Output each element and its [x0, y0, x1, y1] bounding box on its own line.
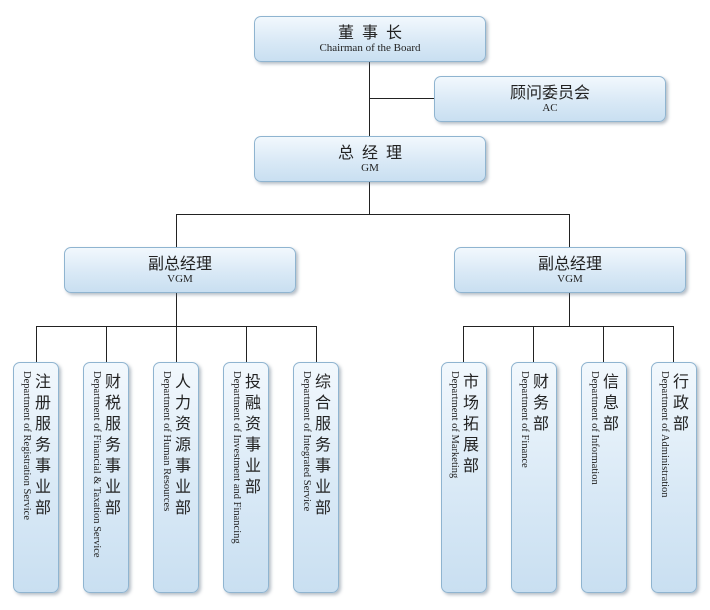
dept-investment-financing-cn-label: 投融资事业部 [244, 372, 261, 496]
connector-dept-1 [36, 326, 37, 363]
dept-registration-en-label: Department of Registration Service [21, 371, 32, 520]
connector-right-bar [463, 326, 674, 327]
connector-dept-6 [463, 326, 464, 363]
dept-investment-financing-box: Department of Investment and Financing 投… [223, 362, 269, 593]
dept-administration-cn-label: 行政部 [672, 372, 689, 433]
dept-human-resources-en-label: Department of Human Resources [161, 371, 172, 512]
dept-financial-taxation-en-label: Department of Financial & Taxation Servi… [91, 371, 102, 558]
dept-human-resources-cn-label: 人力资源事业部 [174, 372, 191, 517]
connector-dept-3 [176, 326, 177, 363]
dept-investment-financing-en-label: Department of Investment and Financing [231, 371, 242, 544]
connector-dept-2 [106, 326, 107, 363]
dept-marketing-cn-label: 市场拓展部 [462, 372, 479, 475]
dept-administration-en-label: Department of Administration [659, 371, 670, 498]
dept-administration-box: Department of Administration 行政部 [651, 362, 697, 593]
vgm-right-cn-label: 副总经理 [537, 254, 602, 273]
connector-dept-8 [603, 326, 604, 363]
general-manager-en-label: GM [361, 162, 379, 174]
connector-gm-down [369, 182, 370, 215]
vgm-left-en-label: VGM [167, 273, 193, 285]
general-manager-cn-label: 总经理 [337, 143, 410, 162]
dept-finance-box: Department of Finance 财务部 [511, 362, 557, 593]
connector-gm-bar [176, 214, 570, 215]
dept-finance-en-label: Department of Finance [519, 371, 530, 468]
dept-registration-cn-label: 注册服务事业部 [34, 372, 51, 517]
connector-board-ac [369, 98, 435, 99]
dept-marketing-en-label: Department of Marketing [449, 371, 460, 479]
dept-finance-cn-label: 财务部 [532, 372, 549, 433]
dept-human-resources-box: Department of Human Resources 人力资源事业部 [153, 362, 199, 593]
dept-financial-taxation-cn-label: 财税服务事业部 [104, 372, 121, 517]
dept-integrated-service-box: Department of Integrated Service 综合服务事业部 [293, 362, 339, 593]
chairman-cn-label: 董事长 [337, 23, 410, 42]
connector-dept-7 [533, 326, 534, 363]
vgm-right-en-label: VGM [557, 273, 583, 285]
advisory-committee-en-label: AC [542, 102, 558, 114]
dept-integrated-service-cn-label: 综合服务事业部 [314, 372, 331, 517]
dept-integrated-service-en-label: Department of Integrated Service [301, 371, 312, 512]
connector-board-gm [369, 62, 370, 137]
vgm-left-box: 副总经理 VGM [64, 247, 296, 293]
dept-registration-box: Department of Registration Service 注册服务事… [13, 362, 59, 593]
chairman-en-label: Chairman of the Board [319, 42, 421, 54]
connector-dept-4 [246, 326, 247, 363]
vgm-left-cn-label: 副总经理 [147, 254, 212, 273]
vgm-right-box: 副总经理 VGM [454, 247, 686, 293]
dept-financial-taxation-box: Department of Financial & Taxation Servi… [83, 362, 129, 593]
advisory-committee-cn-label: 顾问委员会 [509, 83, 590, 102]
connector-vgm-left-down [176, 292, 177, 327]
dept-information-box: Department of Information 信息部 [581, 362, 627, 593]
connector-vgm-right-up [569, 214, 570, 248]
connector-dept-9 [673, 326, 674, 363]
connector-vgm-right-down [569, 292, 570, 327]
general-manager-box: 总经理 GM [254, 136, 486, 182]
dept-information-cn-label: 信息部 [602, 372, 619, 433]
chairman-box: 董事长 Chairman of the Board [254, 16, 486, 62]
advisory-committee-box: 顾问委员会 AC [434, 76, 666, 122]
connector-vgm-left-up [176, 214, 177, 248]
dept-information-en-label: Department of Information [589, 371, 600, 485]
dept-marketing-box: Department of Marketing 市场拓展部 [441, 362, 487, 593]
connector-dept-5 [316, 326, 317, 363]
